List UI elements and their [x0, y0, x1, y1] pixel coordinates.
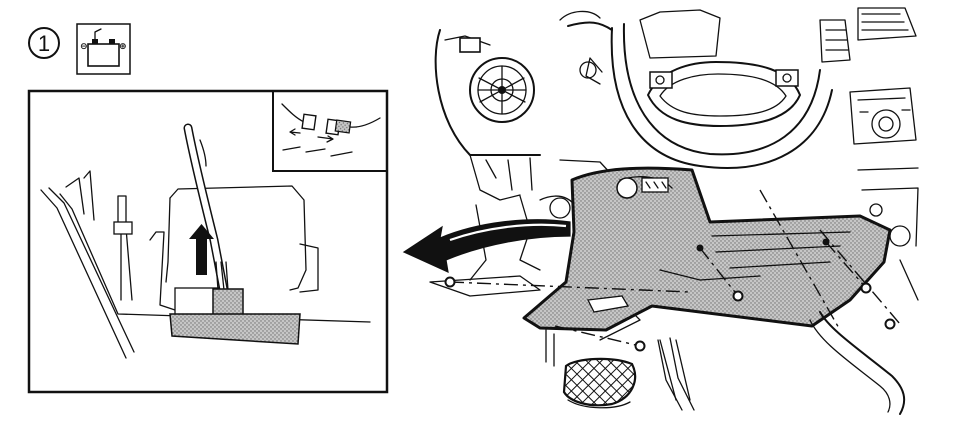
removal-direction-arrow	[402, 219, 571, 274]
connector-base	[169, 313, 301, 345]
center-stack	[819, 7, 919, 301]
screw-fastener	[634, 340, 646, 352]
left-wheel-control	[649, 71, 673, 89]
left-air-vent	[459, 37, 535, 123]
negative-terminal-symbol: ⊖	[80, 42, 88, 52]
screw-fastener	[884, 318, 896, 330]
brake-pedal	[562, 357, 637, 409]
obd-access-cover	[587, 295, 630, 313]
positive-terminal-symbol: ⊕	[119, 42, 127, 52]
battery-disconnect-icon: ⊖ ⊕	[76, 23, 131, 75]
wiring-harness	[183, 123, 229, 297]
screw-fastener	[732, 290, 744, 302]
screw-fastener	[444, 276, 456, 288]
door-trim	[809, 311, 906, 415]
pull-up-arrow	[189, 224, 214, 275]
steering-column	[429, 154, 691, 401]
steering-wheel	[579, 9, 833, 169]
electrical-connector	[169, 288, 301, 345]
mounting-post	[113, 195, 133, 301]
switch-bank	[641, 177, 669, 193]
screw-fastener	[696, 244, 704, 252]
connector-release-subinset	[272, 92, 387, 172]
knee-bolster-trim-panel	[522, 166, 892, 332]
step-circle	[28, 27, 60, 59]
step-number: 1	[38, 31, 50, 56]
screw-fastener	[822, 238, 830, 246]
right-wheel-control	[775, 69, 799, 87]
headlamp-switch-knob	[616, 177, 638, 199]
connector-detail-panel	[27, 89, 389, 394]
fasteners	[444, 189, 901, 352]
accelerator-linkage	[657, 337, 695, 411]
step-badge: 1	[28, 27, 60, 59]
instrument-panel-view	[402, 7, 919, 415]
instrument-cluster	[639, 9, 721, 59]
screw-fastener	[860, 282, 872, 294]
